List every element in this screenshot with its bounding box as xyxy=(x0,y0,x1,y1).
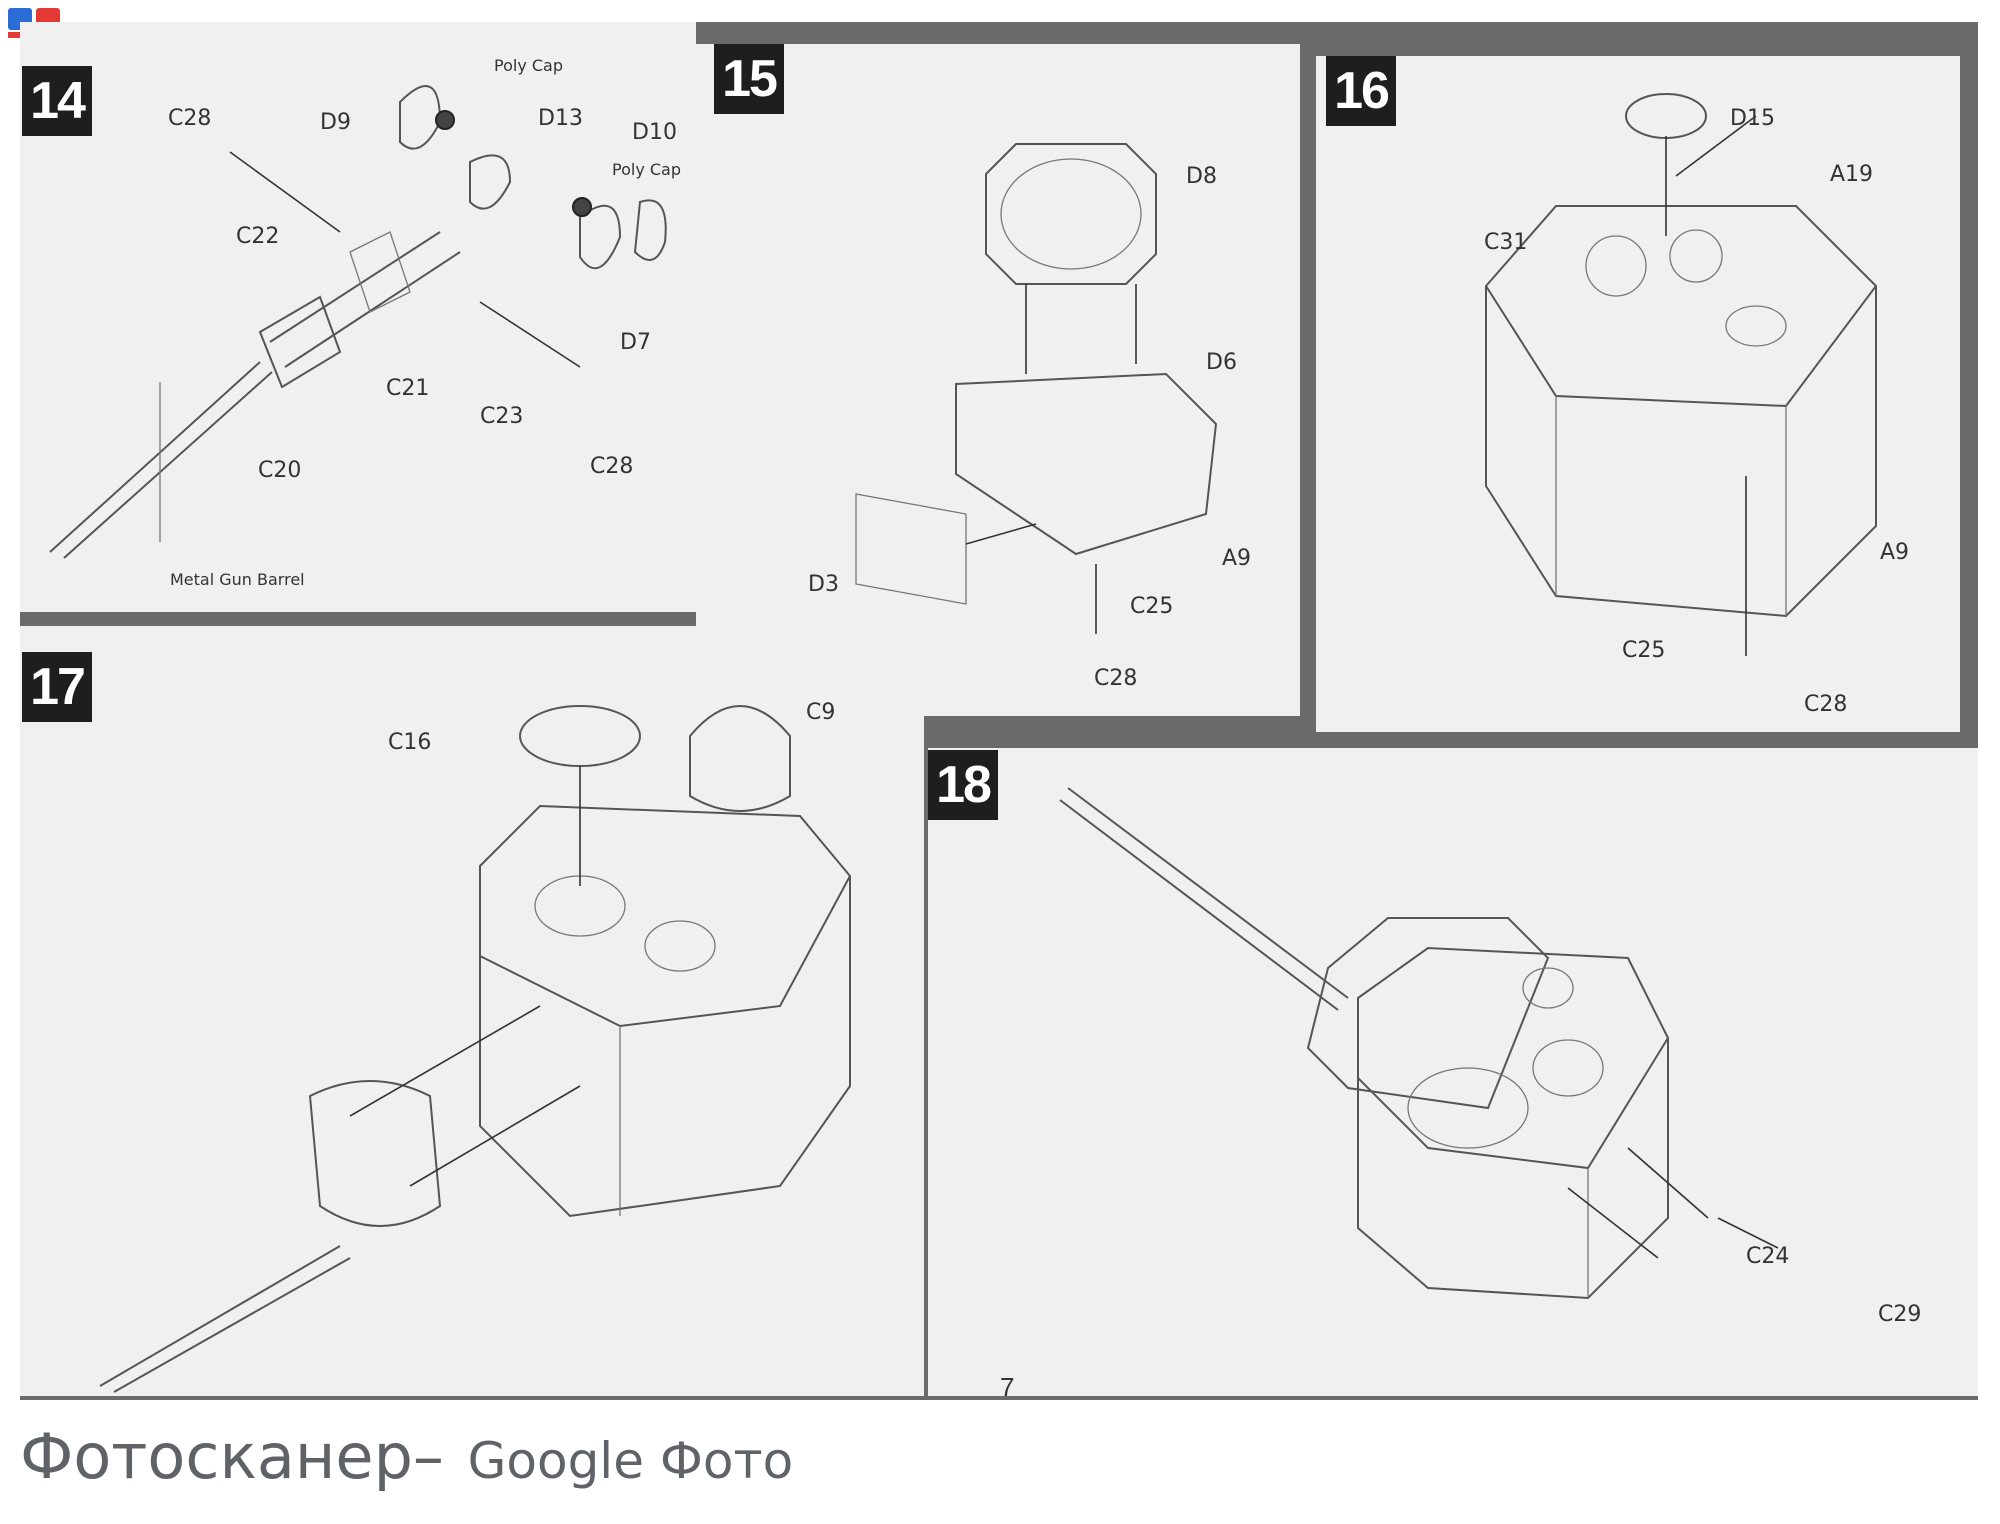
label-a9: A9 xyxy=(1880,540,1910,565)
footer-caption: Фотосканер– Google Фото xyxy=(20,1420,793,1493)
label-d8: D8 xyxy=(1186,164,1217,189)
label-c20: C20 xyxy=(258,458,302,483)
label-c31: C31 xyxy=(1484,230,1528,255)
step-18-drawing xyxy=(1059,787,1779,1300)
step-number: 14 xyxy=(22,66,92,136)
footer-subtitle: Google Фото xyxy=(467,1432,794,1490)
page-number: 7 xyxy=(1000,1372,1015,1402)
label-d13: D13 xyxy=(538,106,583,131)
footer-title: Фотосканер xyxy=(20,1420,413,1493)
label-c9: C9 xyxy=(806,700,836,725)
label-c29: C29 xyxy=(1878,1302,1922,1327)
label-c28-top: C28 xyxy=(168,106,212,131)
step-14-drawing xyxy=(49,85,667,559)
label-poly-cap-1: Poly Cap xyxy=(494,56,563,75)
label-d3: D3 xyxy=(808,572,839,597)
label-c21: C21 xyxy=(386,376,430,401)
panel-step-16: 16 D15 A19 C31 A9 C25 C28 xyxy=(1316,56,1960,732)
step-number: 18 xyxy=(928,750,998,820)
label-c23: C23 xyxy=(480,404,524,429)
label-d15: D15 xyxy=(1730,106,1775,131)
label-a9: A9 xyxy=(1222,546,1252,571)
step-15-drawing xyxy=(855,143,1218,634)
label-c24: C24 xyxy=(1746,1244,1790,1269)
label-d9: D9 xyxy=(320,110,351,135)
step-number: 15 xyxy=(714,44,784,114)
label-d10: D10 xyxy=(632,120,677,145)
step-17-drawing xyxy=(99,705,852,1393)
label-poly-cap-2: Poly Cap xyxy=(612,160,681,179)
label-c22: C22 xyxy=(236,224,280,249)
step-number: 16 xyxy=(1326,56,1396,126)
footer-dash: – xyxy=(412,1420,444,1493)
label-c28: C28 xyxy=(1094,666,1138,691)
label-c28-bottom: C28 xyxy=(590,454,634,479)
label-c25: C25 xyxy=(1130,594,1174,619)
label-d7: D7 xyxy=(620,330,651,355)
label-d6: D6 xyxy=(1206,350,1237,375)
step-number: 17 xyxy=(22,652,92,722)
panel-step-18: 18 C24 C29 xyxy=(928,748,1978,1396)
label-c28: C28 xyxy=(1804,692,1848,717)
panel-step-14: 14 C28 D9 Poly Cap D13 D10 Poly Cap C22 … xyxy=(20,22,696,612)
step-16-drawing xyxy=(1484,93,1878,656)
panel-step-17: 17 C16 C9 xyxy=(20,626,924,1396)
label-c25: C25 xyxy=(1622,638,1666,663)
instruction-sheet: 14 C28 D9 Poly Cap D13 D10 Poly Cap C22 … xyxy=(20,22,1978,1402)
label-metal-gun-barrel: Metal Gun Barrel xyxy=(170,570,305,589)
panel-step-15: 15 D8 D6 A9 D3 C25 C28 xyxy=(696,44,1300,716)
label-a19: A19 xyxy=(1830,162,1874,187)
label-c16: C16 xyxy=(388,730,432,755)
